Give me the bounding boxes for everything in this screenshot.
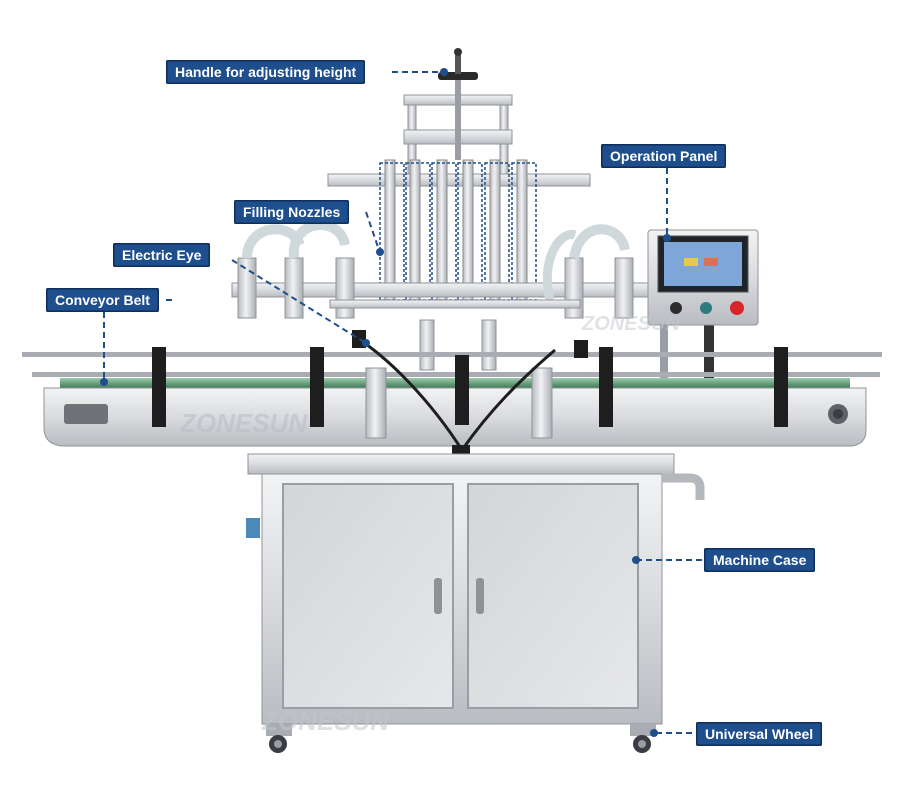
leader-lines	[103, 71, 703, 734]
watermark-conveyor: ZONESUN	[179, 408, 308, 438]
label-operation-panel: Operation Panel	[601, 144, 727, 168]
dot-machine-case	[632, 556, 640, 564]
dot-electric-eye	[362, 339, 370, 347]
machine-cabinet	[246, 453, 705, 725]
dot-handle	[440, 68, 448, 76]
dot-operation-panel	[663, 234, 671, 242]
leader-filling-nozzles	[365, 211, 380, 251]
label-filling-nozzles: Filling Nozzles	[234, 200, 350, 224]
watermark-panel: ZONESUN	[581, 313, 680, 335]
pump-row	[231, 219, 663, 371]
wheel-set	[266, 724, 656, 753]
label-conveyor-belt: Conveyor Belt	[46, 288, 159, 312]
dot-filling-nozzles	[376, 248, 384, 256]
dot-conveyor-belt	[100, 378, 108, 386]
leader-electric-eye	[231, 259, 365, 343]
operation-panel-unit	[647, 229, 759, 390]
label-universal-wheel: Universal Wheel	[696, 722, 823, 746]
label-machine-case: Machine Case	[704, 548, 816, 572]
label-electric-eye: Electric Eye	[113, 243, 211, 267]
height-adjust-frame	[327, 48, 591, 187]
label-handle-for-adjusting-height: Handle for adjusting height	[166, 60, 366, 84]
conveyor	[22, 330, 882, 459]
leader-dots	[100, 68, 671, 737]
watermark-cabinet: ZONESUN	[261, 706, 390, 736]
dot-universal-wheel	[650, 729, 658, 737]
